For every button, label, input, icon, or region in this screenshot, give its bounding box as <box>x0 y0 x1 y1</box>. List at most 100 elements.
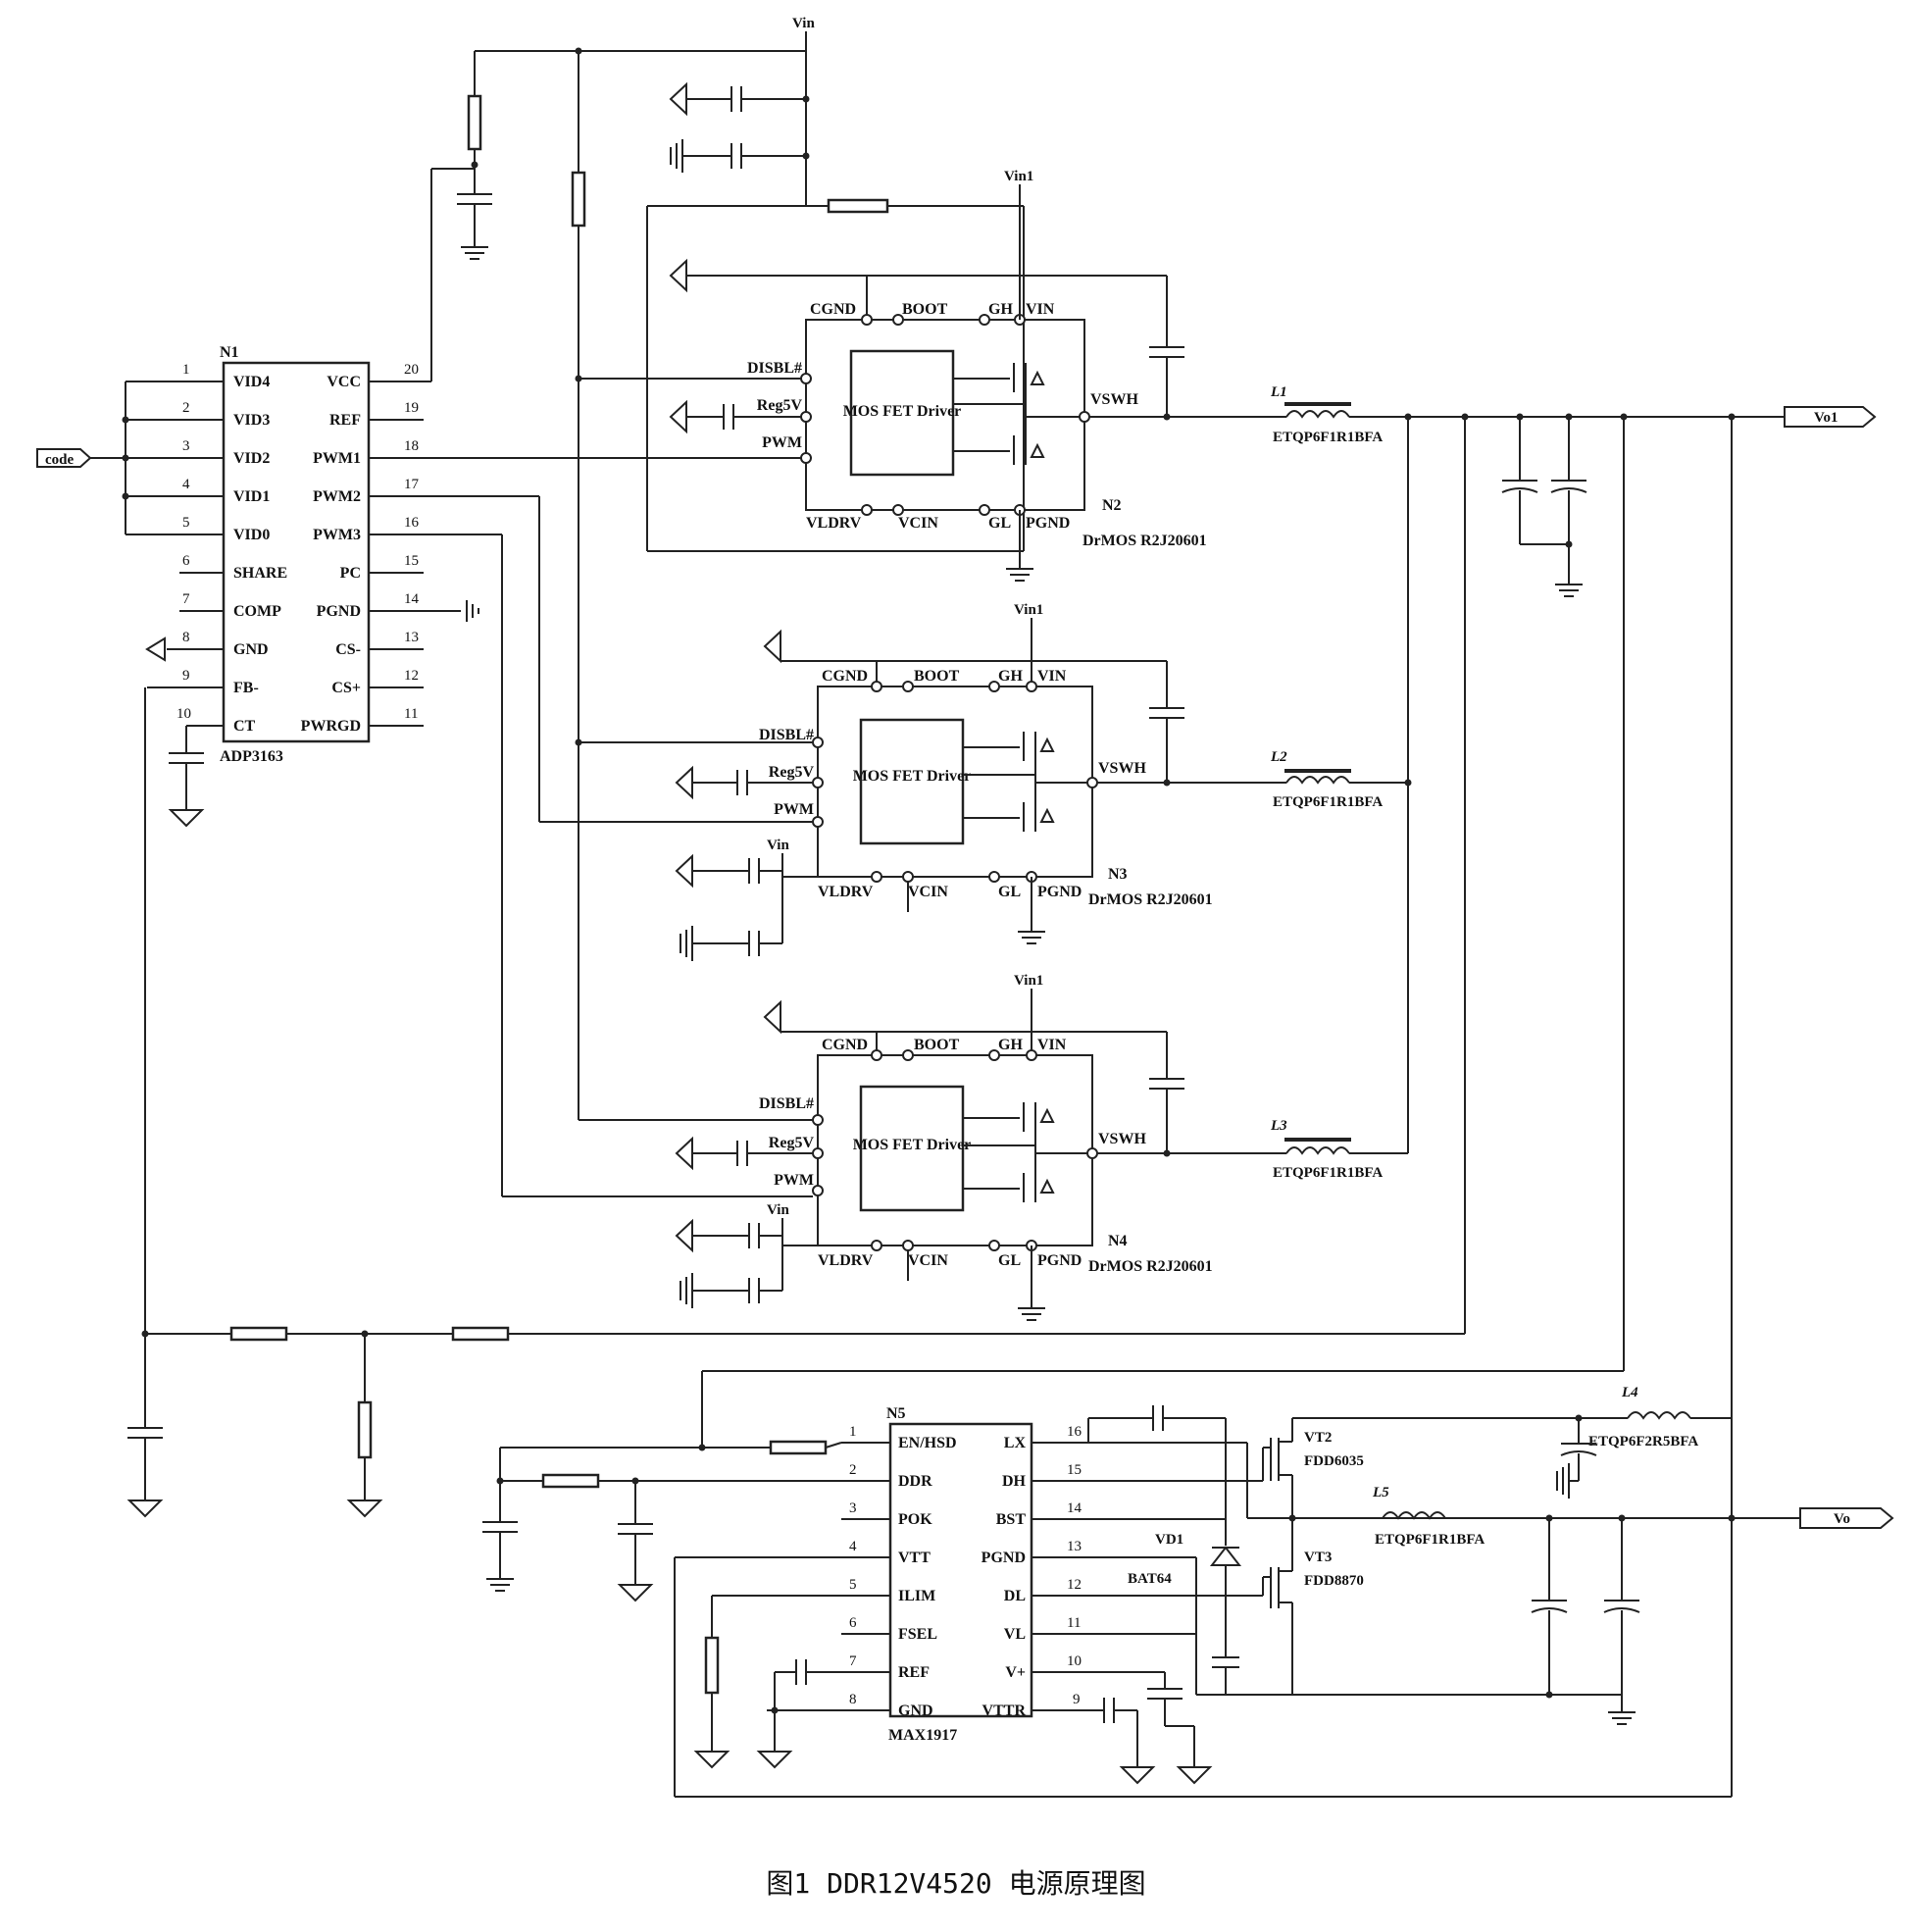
n2-part: DrMOS R2J20601 <box>1082 533 1207 549</box>
vd1-ref: VD1 <box>1155 1532 1183 1548</box>
n3-pin-cgnd: CGND <box>822 668 868 685</box>
n3-ref: N3 <box>1108 866 1128 883</box>
n5-pin-name: LX <box>1004 1435 1027 1451</box>
n5-pin-name: BST <box>996 1511 1027 1528</box>
n2-core-label: MOS FET Driver <box>843 403 962 420</box>
vt2-ref: VT2 <box>1304 1430 1332 1446</box>
n1-pin-name: CS+ <box>331 680 361 696</box>
n3-pin-vswh: VSWH <box>1098 760 1146 777</box>
n1-pin-num: 7 <box>182 591 190 607</box>
n1-pin-num: 8 <box>182 630 190 645</box>
vin-top-label: Vin <box>792 16 815 31</box>
n1-pin-num: 11 <box>404 706 418 722</box>
n5-pin-name: DL <box>1004 1588 1026 1604</box>
n1-pin-name: VID3 <box>233 412 270 429</box>
n5-pin-name: PGND <box>982 1550 1026 1566</box>
n2-ref: N2 <box>1102 497 1122 514</box>
code-port <box>36 448 92 468</box>
n5-pin-num: 6 <box>849 1615 857 1631</box>
l4-ref: L4 <box>1621 1385 1638 1400</box>
n5-ref: N5 <box>886 1405 906 1422</box>
n2-pin-reg5v: Reg5V <box>757 397 803 414</box>
n4-ref: N4 <box>1108 1233 1128 1249</box>
n5-pin-name: EN/HSD <box>898 1435 957 1451</box>
vin-supply-network: Vin <box>430 16 815 1120</box>
n1-pin-num: 17 <box>404 477 420 492</box>
vo1-port-label: Vo1 <box>1814 410 1837 426</box>
n1-pin-num: 20 <box>404 362 419 378</box>
n1-pin-num: 9 <box>182 668 190 684</box>
n2-pin-vldrv: VLDRV <box>806 515 862 532</box>
diode-vd1: VD1 BAT64 <box>1128 1519 1242 1695</box>
n4-part: DrMOS R2J20601 <box>1088 1258 1213 1275</box>
l3-ref: L3 <box>1270 1118 1287 1134</box>
n5-pin-num: 3 <box>849 1500 857 1516</box>
n1-pin-name: VID1 <box>233 488 270 505</box>
n5-pin-num: 8 <box>849 1692 857 1707</box>
n5-pin-num: 7 <box>849 1653 857 1669</box>
n4-driver: Vin1 MOS FET Driver CGND BOOT GH VIN DIS… <box>501 534 1275 1321</box>
n4-supply-label: Vin1 <box>1014 973 1043 989</box>
n4-core-label: MOS FET Driver <box>853 1137 972 1153</box>
inductor-l5: L5 ETQP6F1R1BFA <box>1292 1485 1490 1548</box>
mosfet-vt3: VT3 FDD8870 <box>1262 1518 1364 1695</box>
n5-pin-name: ILIM <box>898 1588 935 1604</box>
n2-supply-label: Vin1 <box>1004 169 1033 184</box>
n2-pin-boot: BOOT <box>902 301 948 318</box>
n3-pin-vcin: VCIN <box>908 884 948 900</box>
n4-pin-boot: BOOT <box>914 1037 960 1053</box>
output-stage: L1 ETQP6F1R1BFA L2 ETQP6F1R1BFA L3 ETQP6… <box>145 384 1877 1438</box>
l3-part: ETQP6F1R1BFA <box>1273 1165 1383 1181</box>
n3-pin-disbl: DISBL# <box>759 727 814 743</box>
n1-pin-num: 3 <box>182 438 190 454</box>
n4-pin-pgnd: PGND <box>1037 1252 1082 1269</box>
l5-part: ETQP6F1R1BFA <box>1375 1532 1485 1548</box>
n1-pin-num: 5 <box>182 515 190 531</box>
n2-pin-vswh: VSWH <box>1090 391 1138 408</box>
n1-part: ADP3163 <box>220 748 283 765</box>
n3-pin-pwm: PWM <box>774 801 814 818</box>
n2-pin-gh: GH <box>988 301 1013 318</box>
feedback-network <box>126 687 510 1518</box>
n1-ref: N1 <box>220 344 239 361</box>
n2-pin-gl: GL <box>988 515 1011 532</box>
n3-pin-boot: BOOT <box>914 668 960 685</box>
n5-pin-name: V+ <box>1005 1664 1026 1681</box>
n5-controller: N5 MAX1917 1 2 3 4 5 6 7 8 EN/HSD DDR PO… <box>482 1385 1894 1798</box>
inductor-l2: L2 ETQP6F1R1BFA <box>1270 749 1408 810</box>
n3-pin-pgnd: PGND <box>1037 884 1082 900</box>
n4-pin-cgnd: CGND <box>822 1037 868 1053</box>
n1-pin-name: VID4 <box>233 374 270 390</box>
n5-pin-name: FSEL <box>898 1626 937 1643</box>
n5-pin-num: 15 <box>1067 1462 1082 1478</box>
n5-pin-num: 13 <box>1067 1539 1082 1554</box>
n1-pin-name: SHARE <box>233 565 287 582</box>
l5-ref: L5 <box>1372 1485 1389 1500</box>
n3-pin-gl: GL <box>998 884 1021 900</box>
n5-pin-num: 1 <box>849 1424 857 1440</box>
l1-part: ETQP6F1R1BFA <box>1273 430 1383 445</box>
n4-pin-reg5v: Reg5V <box>769 1135 815 1151</box>
n1-pin-name: CS- <box>335 641 361 658</box>
n2-pin-pwm: PWM <box>762 434 802 451</box>
n5-pin-num: 5 <box>849 1577 857 1593</box>
vo1-port <box>1784 406 1877 428</box>
n5-pin-name: VTT <box>898 1550 931 1566</box>
n2-pin-pgnd: PGND <box>1026 515 1070 532</box>
l2-ref: L2 <box>1270 749 1287 765</box>
n5-pin-num: 10 <box>1067 1653 1082 1669</box>
vt3-ref: VT3 <box>1304 1550 1332 1565</box>
n3-driver: Vin1 MOS FET Driver CGND BOOT GH VIN DIS… <box>538 496 1275 961</box>
n1-pin-name: COMP <box>233 603 281 620</box>
n2-pin-cgnd: CGND <box>810 301 856 318</box>
n3-aux-label: Vin <box>767 838 789 853</box>
vt2-part: FDD6035 <box>1304 1453 1364 1469</box>
n1-pin-name: PWM1 <box>313 450 361 467</box>
n1-pin-num: 12 <box>404 668 419 684</box>
n4-pin-vin: VIN <box>1037 1037 1067 1053</box>
n5-pin-name: POK <box>898 1511 932 1528</box>
vo-port <box>1799 1507 1894 1529</box>
n2-pin-vin: VIN <box>1026 301 1055 318</box>
n1-pin-num: 13 <box>404 630 419 645</box>
